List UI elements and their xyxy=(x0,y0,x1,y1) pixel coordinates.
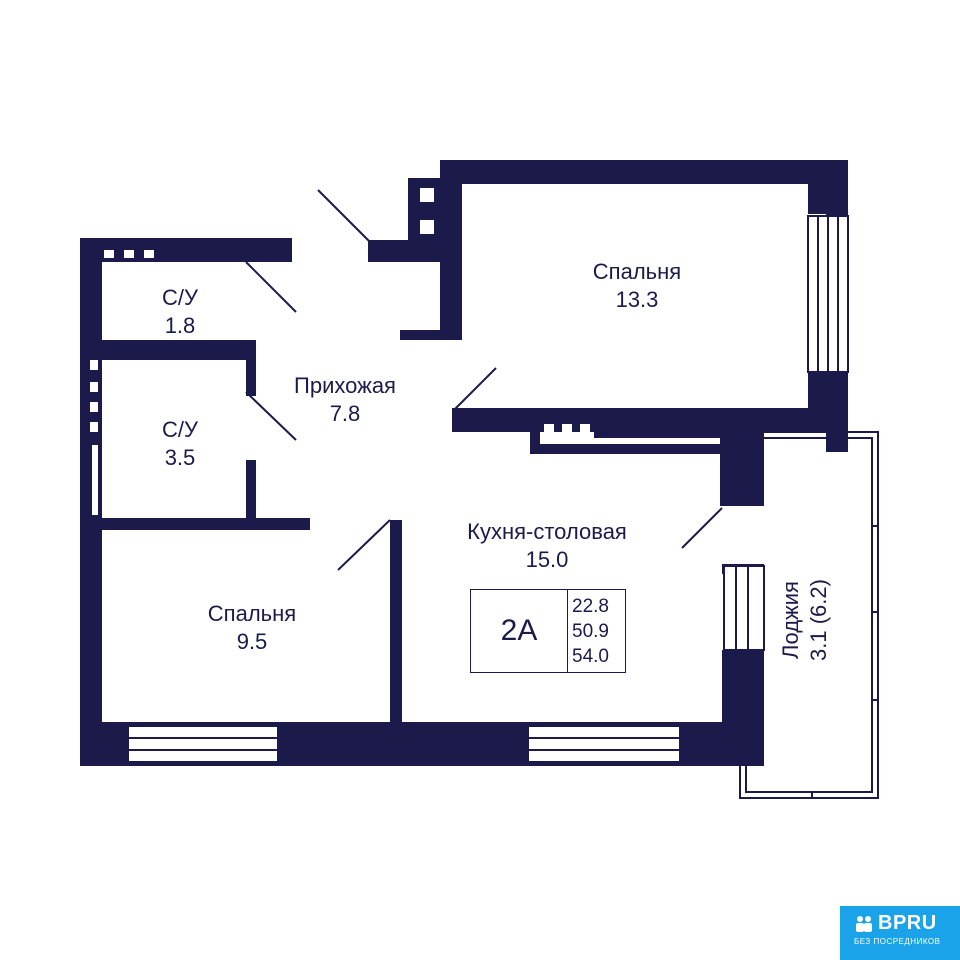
bpru-badge[interactable]: BPRU БЕЗ ПОСРЕДНИКОВ xyxy=(840,906,960,960)
door-lines xyxy=(245,189,723,571)
room-bathroom: С/У 3.5 xyxy=(162,416,198,472)
room-area: 15.0 xyxy=(525,547,569,572)
room-area: 3.1 (6.2) xyxy=(806,579,831,661)
room-area: 1.8 xyxy=(164,313,196,338)
total-area: 50.9 xyxy=(572,620,609,642)
wall-notches xyxy=(90,188,590,515)
room-hallway: Прихожая 7.8 xyxy=(294,372,396,428)
room-bathroom-small: С/У 1.8 xyxy=(162,284,198,340)
room-name: Прихожая xyxy=(294,373,396,398)
room-name: С/У xyxy=(162,417,198,442)
total-area-with-loggia: 54.0 xyxy=(572,645,609,667)
room-bedroom-small: Спальня 9.5 xyxy=(208,600,296,656)
room-area: 9.5 xyxy=(236,629,268,654)
room-area: 13.3 xyxy=(615,287,659,312)
badge-title: BPRU xyxy=(878,912,937,934)
room-area: 3.5 xyxy=(164,445,196,470)
room-name: Спальня xyxy=(592,259,682,284)
room-name: Спальня xyxy=(207,601,297,626)
room-name: Лоджия xyxy=(778,581,803,659)
badge-subtitle: БЕЗ ПОСРЕДНИКОВ xyxy=(854,937,941,946)
living-area: 22.8 xyxy=(572,595,609,617)
windows xyxy=(127,215,849,763)
room-name: Кухня-столовая xyxy=(467,519,627,544)
room-loggia: Лоджия 3.1 (6.2) xyxy=(777,579,833,661)
apartment-info-box: 2А 22.8 50.9 54.0 xyxy=(470,589,626,673)
apartment-type: 2А xyxy=(471,590,568,672)
apartment-areas: 22.8 50.9 54.0 xyxy=(568,590,625,672)
room-bedroom-large: Спальня 13.3 xyxy=(593,258,681,314)
room-area: 7.8 xyxy=(329,401,361,426)
room-kitchen: Кухня-столовая 15.0 xyxy=(467,518,627,574)
loggia-frame xyxy=(739,431,879,799)
room-name: С/У xyxy=(162,285,198,310)
people-icon xyxy=(856,915,872,932)
